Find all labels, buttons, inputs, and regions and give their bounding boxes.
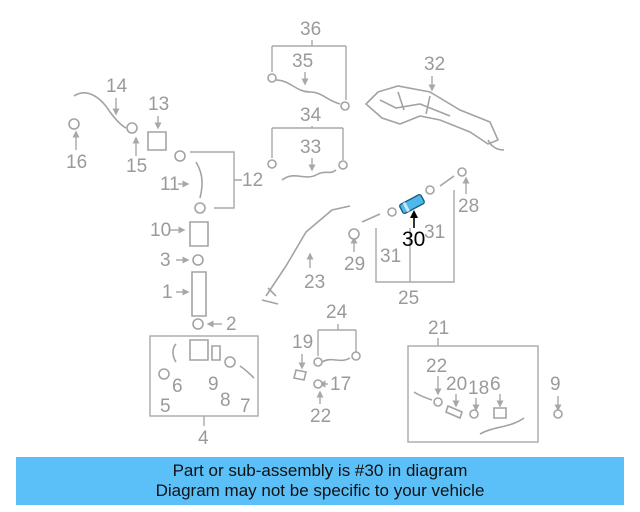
callout-19: 22 <box>310 406 331 427</box>
callout-28: 28 <box>458 196 479 217</box>
callout-31b: 31 <box>424 222 445 243</box>
callout-35: 35 <box>292 51 313 72</box>
clip-icon <box>553 409 563 419</box>
callout-1: 1 <box>162 282 173 303</box>
callout-31: 31 <box>380 246 401 267</box>
clamp-icon <box>174 150 186 162</box>
part-26-pipe: 23 <box>261 205 351 305</box>
callout-8: 8 <box>220 390 231 411</box>
callout-34: 34 <box>300 105 322 126</box>
clamp-icon <box>68 118 80 130</box>
callout-12: 12 <box>242 170 263 191</box>
callout-17: 21 <box>428 318 449 339</box>
callout-23: 19 <box>292 332 313 353</box>
group-17: 21 22 20 18 6 <box>407 318 539 443</box>
group-27: 28 31 31 25 29 <box>344 167 479 309</box>
callout-25: 24 <box>326 302 348 323</box>
callout-16: 16 <box>66 152 87 173</box>
callout-36: 36 <box>300 19 321 40</box>
group-36: 36 35 <box>267 19 350 111</box>
callout-14: 14 <box>106 76 128 97</box>
part-13-fitting: 13 15 <box>126 94 186 177</box>
callout-18: 9 <box>550 374 561 395</box>
callout-21: 20 <box>446 374 467 395</box>
callout-24: 17 <box>330 374 351 395</box>
callout-7: 7 <box>240 396 251 417</box>
callout-5: 5 <box>160 396 171 417</box>
part-30-highlighted: 30 <box>399 193 425 251</box>
clamp-icon <box>126 122 138 134</box>
clamp-icon <box>267 73 277 83</box>
callout-9: 9 <box>208 374 219 395</box>
banner-line-2: Diagram may not be specific to your vehi… <box>155 481 485 500</box>
group-4: 6 9 5 8 7 4 <box>149 335 259 449</box>
hose-33 <box>281 169 337 181</box>
callout-26: 23 <box>304 272 325 293</box>
parts-diagram: 36 35 34 33 32 14 16 13 <box>66 19 563 449</box>
group-12: 11 12 <box>160 151 263 214</box>
callout-3: 3 <box>160 250 171 271</box>
banner-line-1: Part or sub-assembly is #30 in diagram <box>172 461 468 480</box>
clamp-icon <box>340 101 350 111</box>
hose-35 <box>275 79 341 105</box>
callout-22: 22 <box>426 356 447 377</box>
callout-13: 13 <box>148 94 169 115</box>
column-parts: 10 3 1 2 <box>150 220 237 335</box>
group-25: 24 19 17 22 <box>292 302 361 427</box>
clamp-icon <box>267 159 277 169</box>
callout-6: 6 <box>172 376 183 397</box>
part-18: 9 <box>550 374 563 419</box>
callout-4: 4 <box>198 428 209 449</box>
clamp-icon <box>192 318 204 330</box>
group-34: 34 33 <box>267 105 348 181</box>
info-banner: Part or sub-assembly is #30 in diagram D… <box>16 457 624 505</box>
callout-29: 29 <box>344 254 365 275</box>
callout-10: 10 <box>150 220 171 241</box>
callout-15: 15 <box>126 156 147 177</box>
callout-2: 2 <box>226 314 237 335</box>
callout-11: 11 <box>160 174 180 195</box>
callout-30: 30 <box>402 228 425 251</box>
clamp-icon <box>192 254 204 266</box>
callout-33: 33 <box>300 137 321 158</box>
callout-32: 32 <box>424 54 445 75</box>
clamp-icon <box>338 160 348 170</box>
callout-22b: 18 <box>468 378 489 399</box>
callout-27: 25 <box>398 288 419 309</box>
part-14-hose: 14 16 <box>66 76 128 173</box>
part-32-bracket: 32 <box>364 54 505 151</box>
clamp-icon <box>194 202 206 214</box>
callout-20: 6 <box>490 374 501 395</box>
